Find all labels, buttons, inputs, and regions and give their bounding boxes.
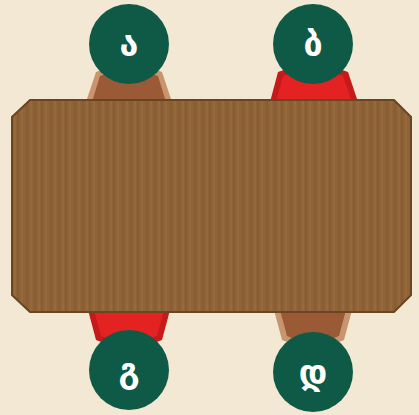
seat-badge: ბ: [273, 4, 353, 84]
seat-letter: გ: [89, 330, 169, 410]
seat-letter: ბ: [273, 4, 353, 84]
seat-badge: გ: [89, 330, 169, 410]
seat-badge: დ: [273, 332, 353, 412]
seat-letter: ა: [89, 4, 169, 84]
table-top: [12, 100, 411, 312]
seat-letter: დ: [273, 332, 353, 412]
seat-badge: ა: [89, 4, 169, 84]
